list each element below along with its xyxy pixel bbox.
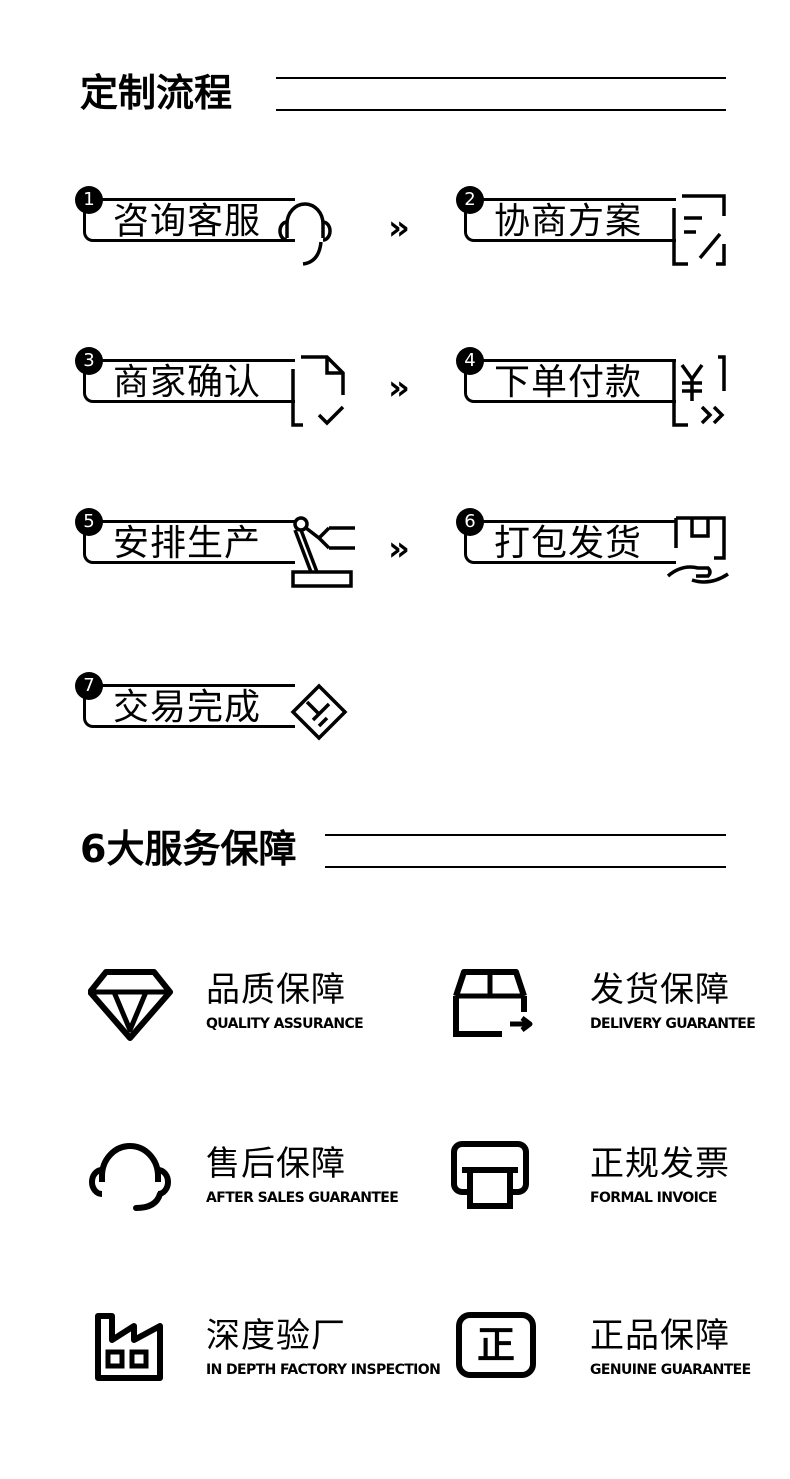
step-number: 5 (75, 508, 103, 536)
service-delivery: 发货保障 DELIVERY GUARANTEE (453, 966, 790, 1066)
step-label: 安排生产 (113, 523, 262, 564)
title-rule-bottom (276, 109, 726, 111)
step-label: 商家确认 (113, 362, 262, 403)
box-delivery-icon (453, 969, 533, 1037)
handshake-icon (290, 683, 348, 741)
service-name: 品质保障 (206, 970, 346, 1010)
step-label: 协商方案 (494, 201, 643, 242)
process-title: 定制流程 (80, 71, 233, 115)
step-frame (83, 684, 295, 728)
step-frame (83, 359, 295, 403)
service-subtitle: FORMAL INVOICE (590, 1190, 717, 1206)
service-subtitle: GENUINE GUARANTEE (590, 1362, 751, 1378)
step-frame (83, 520, 295, 564)
service-subtitle: AFTER SALES GUARANTEE (206, 1190, 399, 1206)
step-shipping: 6 打包发货 (456, 508, 746, 598)
service-name: 深度验厂 (206, 1316, 346, 1356)
factory-icon (95, 1313, 163, 1381)
genuine-badge-char: 正 (476, 1323, 515, 1367)
title-rule-top (276, 77, 726, 79)
step-label: 交易完成 (113, 687, 262, 728)
service-genuine: 正 正品保障 GENUINE GUARANTEE (456, 1312, 790, 1412)
step-frame (464, 520, 676, 564)
document-check-icon (291, 355, 345, 427)
title-rule-bottom (325, 866, 726, 868)
service-after-sales: 售后保障 AFTER SALES GUARANTEE (88, 1140, 448, 1240)
step-arrow-3: » (388, 529, 410, 569)
service-name: 售后保障 (206, 1144, 346, 1184)
service-subtitle: QUALITY ASSURANCE (206, 1016, 364, 1032)
robot-arm-icon (291, 516, 355, 588)
title-rule-top (325, 834, 726, 836)
step-frame (464, 198, 676, 242)
step-arrow-2: » (388, 368, 410, 408)
headset-icon (89, 1143, 171, 1211)
service-name: 正品保障 (590, 1316, 730, 1356)
document-edit-icon (672, 194, 726, 266)
genuine-badge-icon: 正 (456, 1312, 536, 1378)
step-label: 下单付款 (494, 362, 643, 403)
printer-icon (451, 1141, 529, 1209)
service-name: 发货保障 (590, 970, 730, 1010)
service-subtitle: DELIVERY GUARANTEE (590, 1016, 756, 1032)
services-title: 6大服务保障 (80, 827, 297, 871)
step-consult: 1 咨询客服 (75, 186, 365, 276)
step-number: 1 (75, 186, 103, 214)
step-negotiate: 2 协商方案 (456, 186, 746, 276)
step-number: 6 (456, 508, 484, 536)
step-complete: 7 交易完成 (75, 672, 365, 762)
step-label: 咨询客服 (113, 201, 262, 242)
step-label: 打包发货 (494, 523, 643, 564)
step-frame (83, 198, 295, 242)
step-number: 7 (75, 672, 103, 700)
service-factory: 深度验厂 IN DEPTH FACTORY INSPECTION (88, 1312, 448, 1412)
service-invoice: 正规发票 FORMAL INVOICE (451, 1140, 790, 1240)
step-arrow-1: » (388, 208, 410, 248)
headset-icon (278, 202, 332, 266)
step-production: 5 安排生产 (75, 508, 365, 598)
service-quality: 品质保障 QUALITY ASSURANCE (88, 966, 448, 1066)
step-number: 3 (75, 347, 103, 375)
step-payment: 4 下单付款 (456, 347, 746, 437)
yuan-payment-icon (672, 355, 726, 427)
package-hand-icon (666, 516, 729, 584)
step-confirm: 3 商家确认 (75, 347, 365, 437)
diamond-icon (88, 969, 173, 1041)
service-subtitle: IN DEPTH FACTORY INSPECTION (206, 1362, 441, 1378)
step-number: 2 (456, 186, 484, 214)
step-frame (464, 359, 676, 403)
step-number: 4 (456, 347, 484, 375)
service-name: 正规发票 (590, 1144, 730, 1184)
